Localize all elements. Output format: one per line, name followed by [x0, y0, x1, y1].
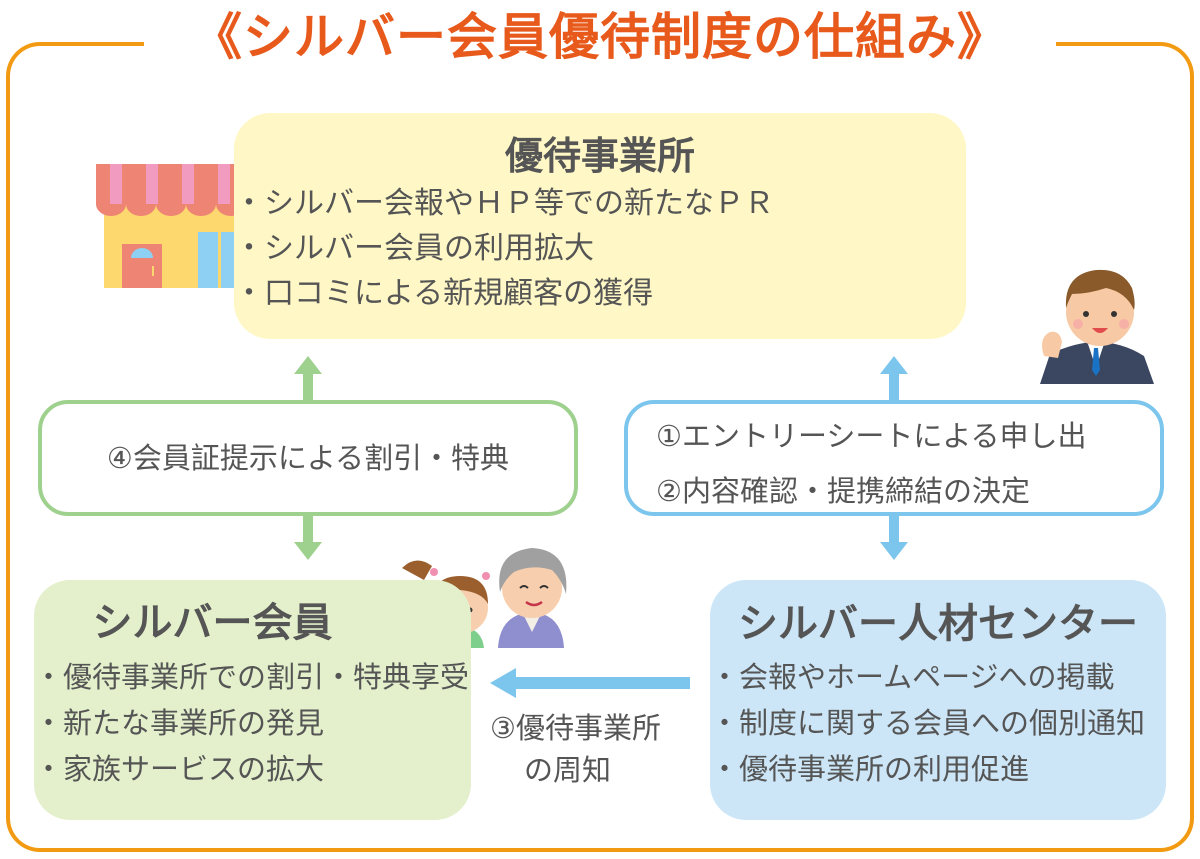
node-members-title: シルバー会員 [92, 600, 333, 646]
node-center: シルバー人材センター ・会報やホームページへの掲載 ・制度に関する会員への個別通… [710, 580, 1166, 820]
edge-center-business: ①エントリーシートによる申し出 ②内容確認・提携締結の決定 [624, 400, 1164, 516]
frame-side-right [1190, 78, 1194, 818]
node-business-list: ・シルバー会報やＨＰ等での新たなＰＲ ・シルバー会員の利用拡大 ・口コミによる新… [234, 181, 966, 316]
node-business-title: 優待事業所 [504, 134, 695, 178]
list-item: ・会報やホームページへの掲載 [710, 660, 1115, 694]
edge-center-business-line-2: ②内容確認・提携締結の決定 [656, 474, 1030, 508]
edge-members-business: ④会員証提示による割引・特典 [38, 400, 578, 516]
frame-bottom [6, 800, 1194, 852]
list-item: ・制度に関する会員への個別通知 [710, 706, 1146, 740]
edge-center-members-line-2: の周知 [524, 753, 612, 787]
staff-icon [1040, 269, 1154, 384]
frame-side-left [6, 78, 10, 818]
node-members: シルバー会員 ・優待事業所での割引・特典享受 ・新たな事業所の発見 ・家族サービ… [34, 580, 471, 820]
arrow-down-green [294, 514, 322, 560]
arrow-down-blue [880, 514, 908, 560]
arrow-up-blue [880, 356, 908, 402]
node-center-title: シルバー人材センター [738, 601, 1138, 647]
edge-center-members-label: ③優待事業所 の周知 [490, 707, 661, 791]
list-item: ・シルバー会員の利用拡大 [234, 231, 594, 266]
node-members-list: ・優待事業所での割引・特典享受 ・新たな事業所の発見 ・家族サービスの拡大 [34, 654, 471, 792]
list-item: ・家族サービスの拡大 [34, 752, 325, 786]
frame-corner-top-right [1056, 42, 1194, 82]
edge-center-business-line-1: ①エントリーシートによる申し出 [656, 419, 1087, 453]
list-item: ・新たな事業所の発見 [34, 706, 325, 740]
list-item: ・優待事業所の利用促進 [710, 752, 1030, 786]
node-center-list: ・会報やホームページへの掲載 ・制度に関する会員への個別通知 ・優待事業所の利用… [710, 654, 1166, 792]
edge-members-business-label: ④会員証提示による割引・特典 [106, 441, 510, 475]
edge-center-members-line-1: ③優待事業所 [490, 711, 661, 745]
list-item: ・シルバー会報やＨＰ等での新たなＰＲ [234, 186, 774, 221]
list-item: ・優待事業所での割引・特典享受 [34, 660, 470, 694]
arrow-up-green [294, 356, 322, 402]
arrow-left-blue [490, 668, 690, 698]
page-title: 《シルバー会員優待制度の仕組み》 [192, 8, 1008, 66]
list-item: ・口コミによる新規顧客の獲得 [234, 276, 654, 311]
node-business: 優待事業所 ・シルバー会報やＨＰ等での新たなＰＲ ・シルバー会員の利用拡大 ・口… [234, 113, 966, 339]
frame-corner-top-left [6, 42, 144, 82]
